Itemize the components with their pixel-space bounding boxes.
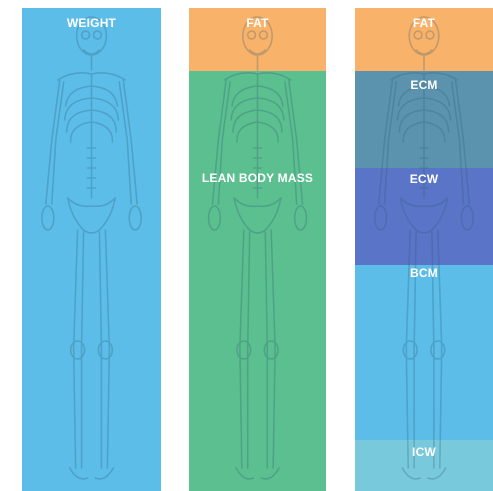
- segment-bcm: [355, 265, 493, 440]
- label-weight: WEIGHT: [22, 16, 161, 30]
- label-bcm: BCM: [355, 266, 493, 280]
- label-lean-body-mass: LEAN BODY MASS: [189, 171, 326, 185]
- segment-lean-body-mass: [189, 71, 326, 491]
- label-fat: FAT: [355, 16, 493, 30]
- label-ecw: ECW: [355, 172, 493, 186]
- weight-column: WEIGHT: [22, 8, 161, 491]
- body-composition-column: FAT ECM ECW BCM ICW: [355, 8, 493, 491]
- label-icw: ICW: [355, 445, 493, 459]
- label-ecm: ECM: [355, 78, 493, 92]
- label-fat: FAT: [189, 16, 326, 30]
- segment-weight: [22, 8, 161, 491]
- lean-body-mass-column: FAT LEAN BODY MASS: [189, 8, 326, 491]
